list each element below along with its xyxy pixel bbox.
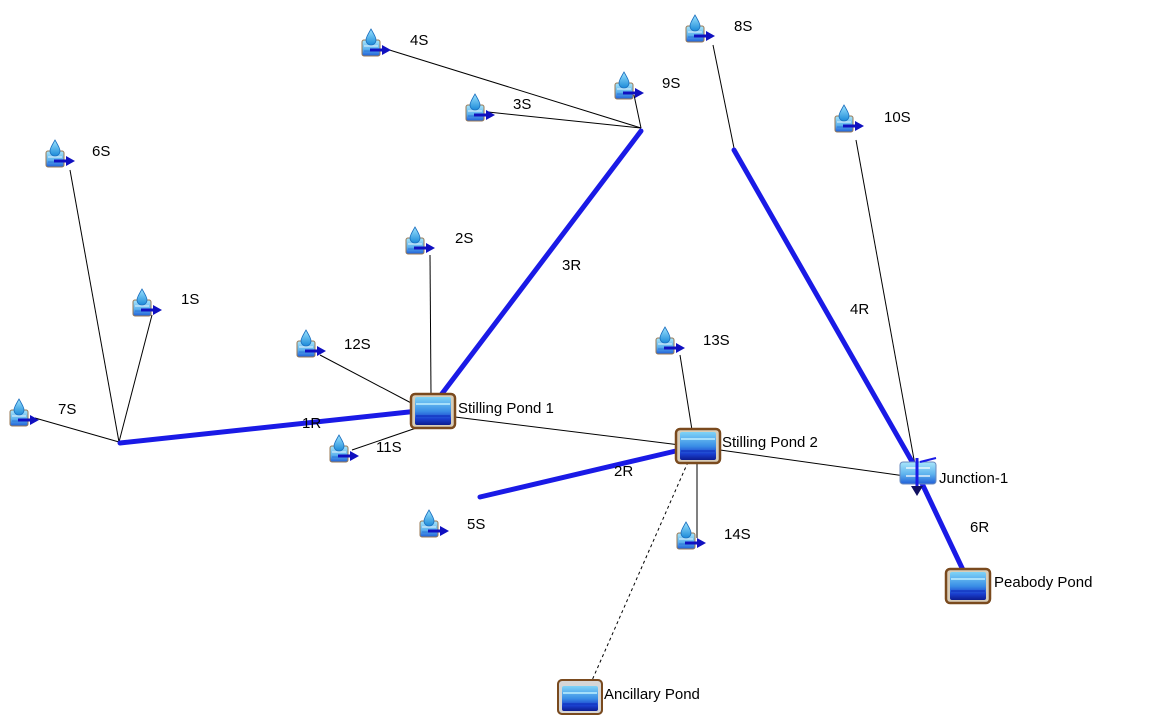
- subcat-3s-label: 3S: [513, 96, 531, 113]
- subcatchments: [8, 13, 866, 551]
- link-sp2-ancillary[interactable]: [589, 461, 689, 686]
- link-3s-3r[interactable]: [487, 111, 642, 129]
- reach-6r-label: 6R: [970, 519, 989, 536]
- subcat-8s-icon[interactable]: [684, 13, 717, 44]
- pond-ancillary-pond-icon[interactable]: [557, 679, 603, 715]
- pond-peabody-pond-icon[interactable]: [944, 567, 992, 605]
- subcat-9s-icon[interactable]: [613, 70, 646, 101]
- reach-6r-line[interactable]: [915, 472, 966, 573]
- subcat-7s-icon[interactable]: [8, 397, 41, 428]
- reach-2r-label: 2R: [614, 463, 633, 480]
- link-12s-sp1[interactable]: [319, 354, 416, 406]
- reach-1r-line[interactable]: [117, 408, 421, 446]
- subcat-14s-icon[interactable]: [675, 520, 708, 551]
- pond-stilling-pond-2-icon[interactable]: [674, 427, 722, 465]
- link-11s-sp1[interactable]: [351, 424, 426, 451]
- subcat-8s-label: 8S: [734, 18, 752, 35]
- subcat-1s-icon[interactable]: [131, 287, 164, 318]
- subcat-12s-icon[interactable]: [295, 328, 328, 359]
- subcat-11s-label: 11S: [376, 439, 402, 456]
- link-1s-node[interactable]: [118, 314, 153, 443]
- peabody-pond-label: Peabody Pond: [994, 574, 1092, 591]
- subcat-13s-label: 13S: [703, 332, 730, 349]
- stilling-pond-2-label: Stilling Pond 2: [722, 434, 818, 451]
- reach-4r-line[interactable]: [731, 147, 921, 475]
- link-sp2-junction[interactable]: [719, 449, 906, 477]
- subcat-5s-icon[interactable]: [418, 508, 451, 539]
- junction-1-icon[interactable]: [899, 457, 937, 496]
- link-9s-3r[interactable]: [633, 94, 642, 129]
- link-13s-sp2[interactable]: [679, 354, 693, 431]
- link-2s-sp1[interactable]: [429, 254, 432, 396]
- subcat-13s-icon[interactable]: [654, 325, 687, 356]
- pond-stilling-pond-1-icon[interactable]: [409, 392, 457, 430]
- reach-1r-label: 1R: [302, 415, 321, 432]
- subcat-4s-label: 4S: [410, 32, 428, 49]
- link-10s-junction[interactable]: [855, 139, 916, 466]
- stilling-pond-1-label: Stilling Pond 1: [458, 400, 554, 417]
- subcat-6s-label: 6S: [92, 143, 110, 160]
- subcat-6s-icon[interactable]: [44, 138, 77, 169]
- reach-4r-label: 4R: [850, 301, 869, 318]
- subcat-4s-icon[interactable]: [360, 27, 393, 58]
- subcat-12s-label: 12S: [344, 336, 371, 353]
- ancillary-pond-label: Ancillary Pond: [604, 686, 700, 703]
- link-8s-4r[interactable]: [712, 44, 735, 149]
- subcat-2s-icon[interactable]: [404, 225, 437, 256]
- junction-1-label: Junction-1: [939, 470, 1008, 487]
- subcat-7s-label: 7S: [58, 401, 76, 418]
- thin-links: [34, 44, 916, 686]
- reach-2r-line[interactable]: [477, 447, 683, 500]
- subcat-11s-icon[interactable]: [328, 433, 361, 464]
- reaches: [117, 128, 966, 573]
- subcat-5s-label: 5S: [467, 516, 485, 533]
- subcat-labels: 1S 2S 3S 4S 5S 6S 7S 8S 9S 10S 11S 12S 1…: [58, 18, 911, 543]
- subcat-2s-label: 2S: [455, 230, 473, 247]
- reach-3r-label: 3R: [562, 257, 581, 274]
- link-4s-3r[interactable]: [382, 47, 642, 129]
- reach-3r-line[interactable]: [438, 128, 644, 398]
- subcat-14s-label: 14S: [724, 526, 751, 543]
- subcat-10s-label: 10S: [884, 109, 911, 126]
- subcat-3s-icon[interactable]: [464, 92, 497, 123]
- reach-labels: 1R 2R 3R 4R 6R: [302, 257, 989, 536]
- link-sp1-sp2[interactable]: [454, 416, 681, 446]
- subcat-9s-label: 9S: [662, 75, 680, 92]
- link-7s-node[interactable]: [34, 417, 120, 443]
- subcat-1s-label: 1S: [181, 291, 199, 308]
- subcat-10s-icon[interactable]: [833, 103, 866, 134]
- pond-labels: Stilling Pond 1 Stilling Pond 2 Peabody …: [458, 400, 1092, 703]
- link-6s-node[interactable]: [69, 169, 120, 443]
